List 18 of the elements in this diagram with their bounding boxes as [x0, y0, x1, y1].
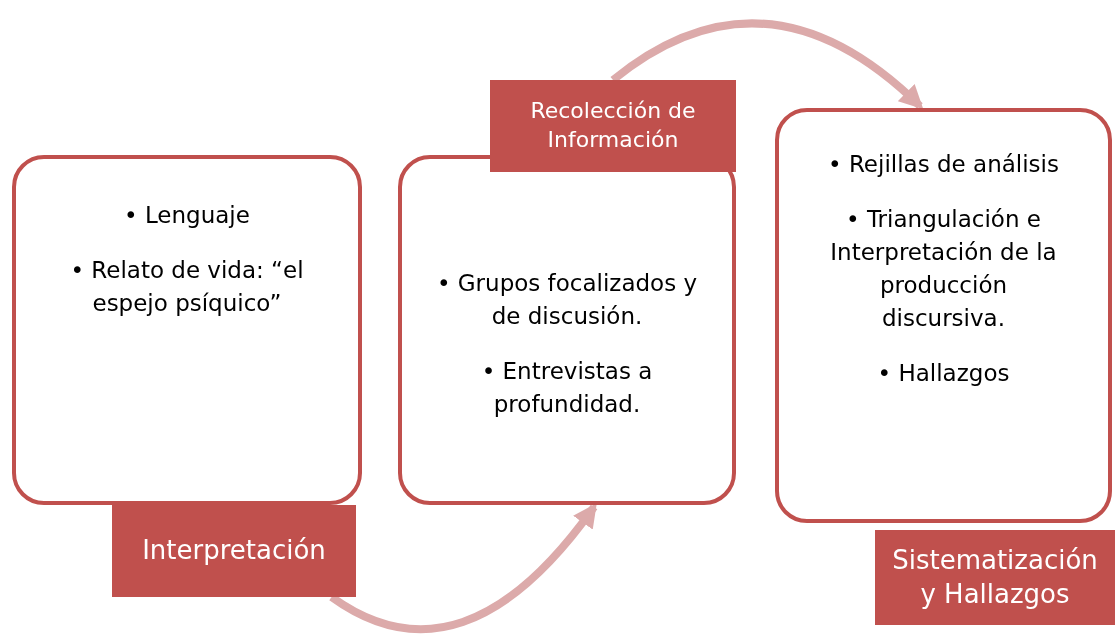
- bullet-item: • Relato de vida: “el espejo psíquico”: [69, 256, 305, 318]
- content-card: [775, 108, 1112, 523]
- stage-title: Recolección de Información: [529, 97, 697, 154]
- bullet-item: • Lenguaje: [123, 201, 251, 230]
- bullet-item: • Rejillas de análisis: [827, 150, 1060, 179]
- curved-arrow: [610, 19, 924, 110]
- curved-arrow: [329, 503, 598, 634]
- bullet-item: • Hallazgos: [876, 359, 1011, 388]
- stage-label: [112, 505, 356, 597]
- content-card: [398, 155, 736, 505]
- content-card: [12, 155, 362, 505]
- stage-label: [875, 530, 1115, 625]
- bullet-item: • Triangulación e Interpretación de la producción discursiva.: [829, 205, 1058, 333]
- stage-title: Interpretación: [141, 534, 327, 568]
- bullet-item: • Entrevistas a profundidad.: [480, 357, 654, 419]
- bullet-item: • Grupos focalizados y de discusión.: [435, 269, 699, 331]
- stage-title: Sistematización y Hallazgos: [891, 543, 1099, 611]
- stage-label: [490, 80, 736, 172]
